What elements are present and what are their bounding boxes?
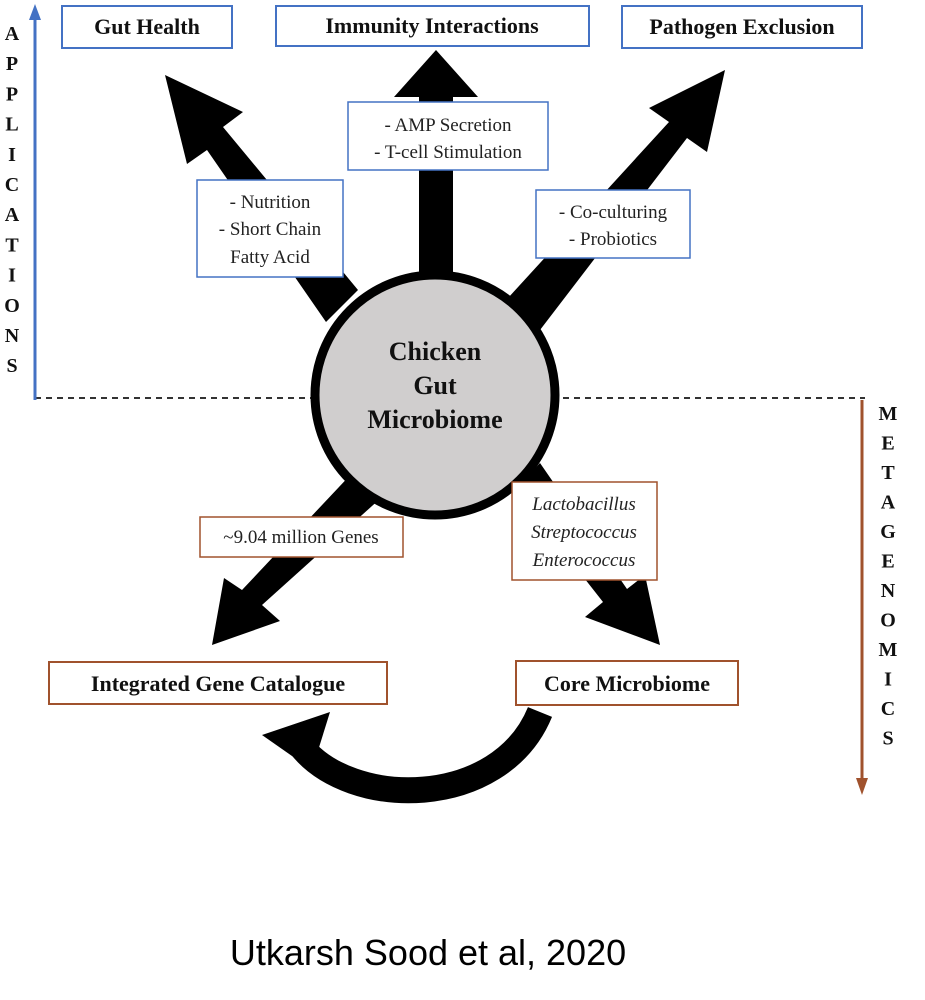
genera-note-box xyxy=(511,481,658,581)
applications-letter: I xyxy=(8,265,16,287)
amp-note-line-1: - AMP Secretion xyxy=(384,115,512,136)
immunity-interactions-box xyxy=(275,5,590,47)
coculturing-note-line-2: - Probiotics xyxy=(569,229,657,250)
nutrition-note-line-3: Fatty Acid xyxy=(230,247,310,268)
gut-health-box xyxy=(61,5,233,49)
applications-letter: N xyxy=(5,325,20,347)
center-title-line-3: Microbiome xyxy=(367,405,502,434)
applications-arrowhead xyxy=(29,4,41,20)
genera-note-line-3: Enterococcus xyxy=(532,550,636,571)
applications-letter: A xyxy=(5,204,20,226)
coculturing-note-box xyxy=(535,189,691,259)
genes-note-line-1: ~9.04 million Genes xyxy=(223,527,378,548)
applications-letter: C xyxy=(5,174,19,196)
metagenomics-letter: M xyxy=(879,639,898,661)
metagenomics-letter: A xyxy=(881,492,896,514)
core-microbiome-title: Core Microbiome xyxy=(544,671,710,696)
applications-letter: P xyxy=(6,83,18,105)
metagenomics-letter: O xyxy=(880,610,896,632)
citation: Utkarsh Sood et al, 2020 xyxy=(230,932,626,973)
metagenomics-letter: C xyxy=(881,698,895,720)
genera-note-line-2: Streptococcus xyxy=(531,522,637,543)
metagenomics-letter: E xyxy=(881,551,894,573)
feedback-curved-arrow xyxy=(289,706,553,804)
applications-letter: T xyxy=(5,234,19,256)
feedback-curved-arrowhead xyxy=(262,712,330,770)
integrated-gene-catalogue-box xyxy=(48,661,388,705)
amp-note-line-2: - T-cell Stimulation xyxy=(374,142,522,163)
genes-note-box xyxy=(199,516,404,558)
nutrition-note-line-1: - Nutrition xyxy=(230,192,311,213)
applications-letter: I xyxy=(8,144,16,166)
center-circle xyxy=(310,270,560,520)
metagenomics-letter: N xyxy=(881,580,896,602)
applications-letter: O xyxy=(4,295,20,317)
core-microbiome-box xyxy=(515,660,739,706)
center-title-line-2: Gut xyxy=(413,371,457,400)
nutrition-note-line-2: - Short Chain xyxy=(219,219,322,240)
integrated-gene-catalogue-title: Integrated Gene Catalogue xyxy=(91,671,345,696)
metagenomics-letter: E xyxy=(881,433,894,455)
immunity-interactions-title: Immunity Interactions xyxy=(325,13,539,38)
metagenomics-letter: S xyxy=(882,728,893,750)
metagenomics-letter: T xyxy=(881,462,895,484)
metagenomics-letter: G xyxy=(880,521,896,543)
metagenomics-arrowhead xyxy=(856,778,868,795)
amp-note-box xyxy=(347,101,549,171)
applications-letter: A xyxy=(5,23,20,45)
nutrition-note-box xyxy=(196,179,344,278)
pathogen-exclusion-title: Pathogen Exclusion xyxy=(649,14,834,39)
coculturing-note-line-1: - Co-culturing xyxy=(559,202,668,223)
genera-note-line-1: Lactobacillus xyxy=(531,494,635,515)
gut-health-title: Gut Health xyxy=(94,14,200,39)
applications-letter: P xyxy=(6,53,18,75)
applications-letter: L xyxy=(5,114,18,136)
metagenomics-letter: I xyxy=(884,669,892,691)
pathogen-exclusion-box xyxy=(621,5,863,49)
center-title-line-1: Chicken xyxy=(389,337,482,366)
arrow-to-immunity xyxy=(394,50,478,330)
metagenomics-letter: M xyxy=(879,403,898,425)
applications-letter: S xyxy=(6,355,17,377)
